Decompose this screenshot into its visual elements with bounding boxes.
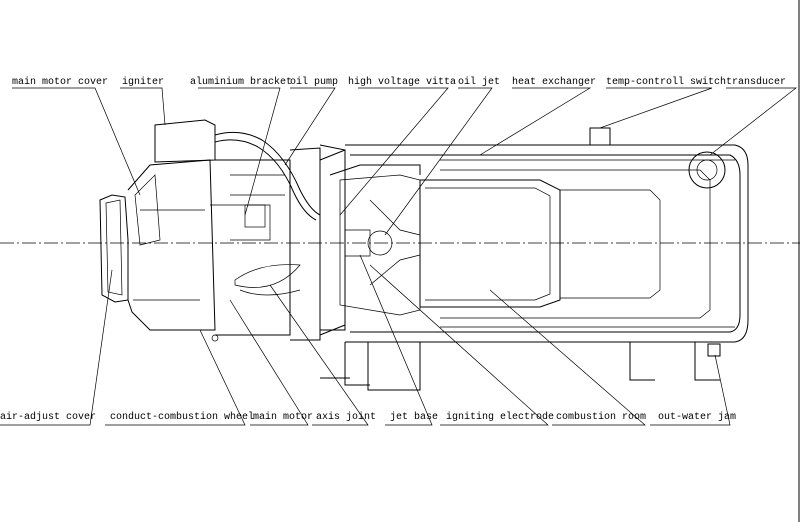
bottom-leader-lines	[0, 254, 731, 426]
label-igniter: igniter	[122, 76, 164, 88]
axis-joint-shape	[234, 264, 301, 288]
oil-jet-shape	[367, 230, 393, 256]
label-oil-pump: oil pump	[290, 76, 338, 88]
label-air-adjust-cover: air-adjust cover	[0, 411, 96, 423]
label-aluminium-bracket: aluminium bracket	[190, 76, 292, 88]
label-combustion-room: combustion room	[556, 411, 646, 423]
label-igniting-electrode: igniting electrode	[446, 411, 554, 423]
label-jet-base: jet base	[390, 411, 438, 423]
transducer-shape	[688, 151, 726, 189]
top-labels: main motor cover igniter aluminium brack…	[12, 76, 786, 88]
temp-switch-shape	[589, 127, 611, 146]
main-motor-shape	[215, 159, 291, 336]
aluminium-bracket-shape	[289, 147, 321, 341]
label-out-water-jam: out-water jam	[658, 411, 736, 423]
label-high-voltage-vitta: high voltage vitta	[348, 76, 456, 88]
igniter-shape	[154, 119, 216, 163]
label-oil-jet: oil jet	[458, 76, 500, 88]
combustion-room-shape	[419, 179, 561, 308]
label-transducer: transducer	[726, 76, 786, 88]
air-adjust-cover-shape	[99, 194, 129, 303]
label-main-motor: main motor	[253, 411, 313, 423]
top-leader-lines	[12, 87, 798, 236]
out-water-jam-shape	[707, 343, 721, 357]
exhaust-pipe-shape	[367, 342, 421, 391]
label-axis-joint: axis joint	[316, 411, 376, 423]
label-conduct-combustion-wheel: conduct-combustion wheel	[110, 411, 254, 423]
label-temp-controll-switch: temp-controll switch	[606, 76, 726, 88]
heater-drawing	[99, 119, 749, 391]
bottom-labels: air-adjust cover conduct-combustion whee…	[0, 411, 736, 423]
label-main-motor-cover: main motor cover	[12, 76, 108, 88]
heat-exchanger-shell	[345, 144, 749, 343]
label-heat-exchanger: heat exchanger	[512, 76, 596, 88]
main-motor-cover-shape	[127, 159, 216, 331]
